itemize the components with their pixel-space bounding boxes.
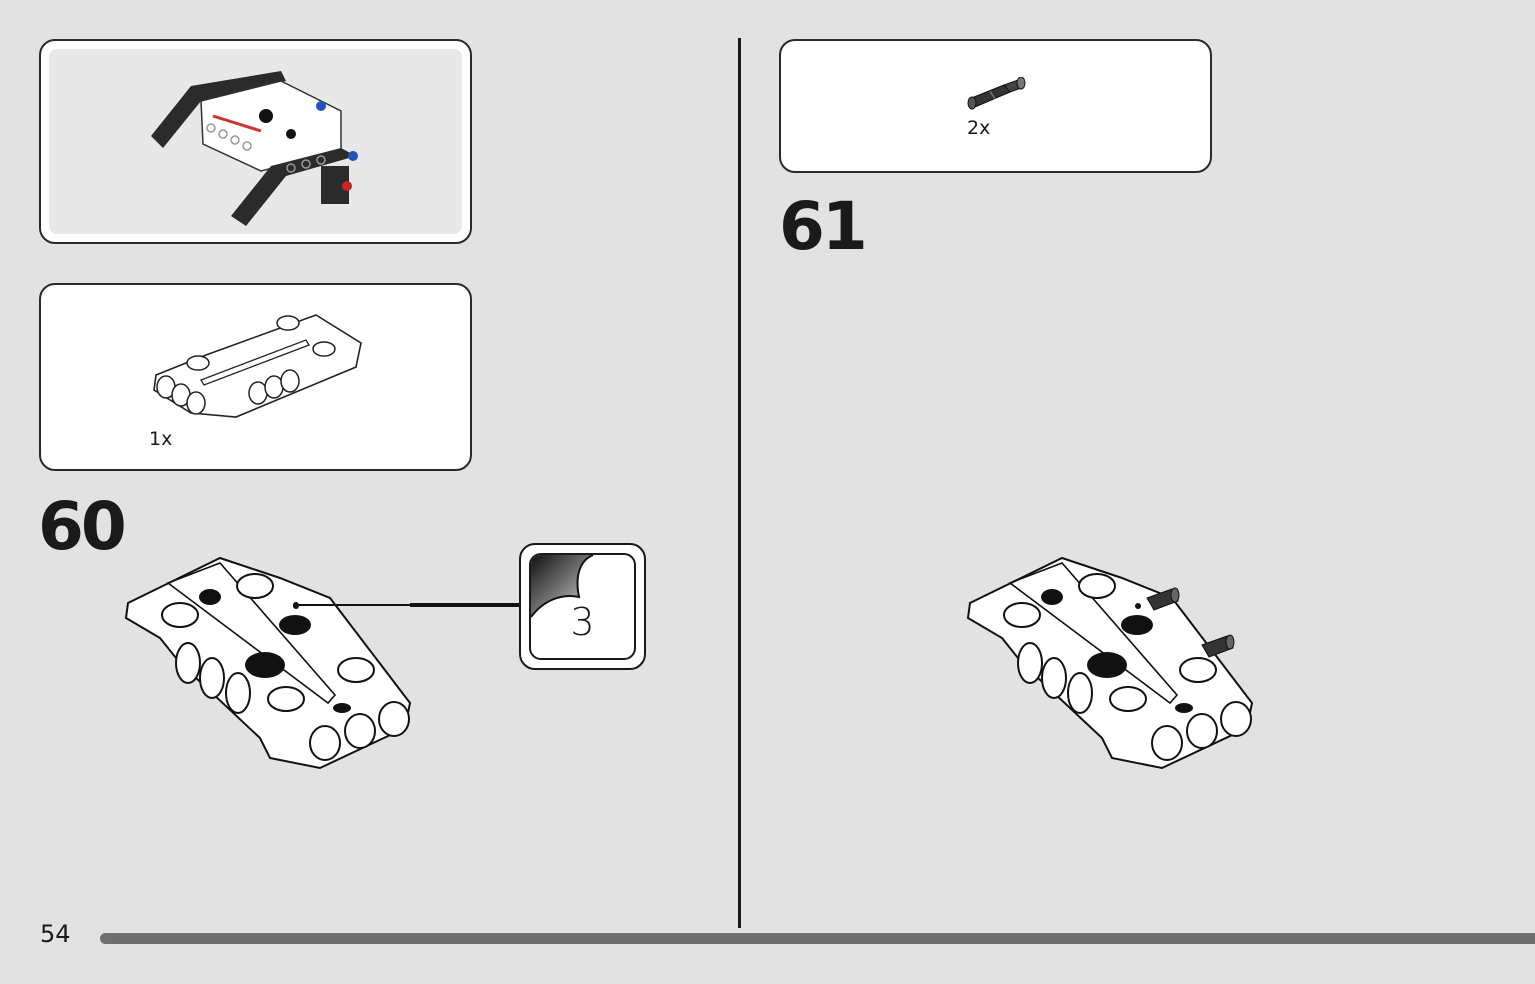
part-quantity: 2x bbox=[967, 117, 991, 139]
parts-list-step-60: 1x bbox=[39, 283, 472, 471]
callout-pointer-line bbox=[293, 602, 522, 608]
technic-panel-assembly-icon bbox=[124, 556, 412, 770]
submodel-preview-box bbox=[39, 39, 472, 244]
repeat-count: 3 bbox=[570, 600, 595, 644]
step-number-60: 60 bbox=[38, 488, 127, 565]
technic-panel-with-pins-icon bbox=[966, 556, 1254, 770]
progress-bar bbox=[100, 933, 1535, 944]
repeat-callout-frame: 3 bbox=[529, 553, 636, 660]
step-number-61: 61 bbox=[779, 188, 868, 265]
page-divider bbox=[738, 38, 741, 928]
repeat-callout: 3 bbox=[519, 543, 646, 670]
page-turn-icon bbox=[531, 555, 594, 618]
part-quantity: 1x bbox=[149, 428, 173, 450]
page-number: 54 bbox=[40, 920, 71, 948]
parts-list-step-61: 2x bbox=[779, 39, 1212, 173]
technic-panel-icon bbox=[153, 314, 362, 418]
frame-assembly-icon bbox=[151, 71, 358, 226]
black-friction-pin-icon bbox=[967, 77, 1026, 110]
